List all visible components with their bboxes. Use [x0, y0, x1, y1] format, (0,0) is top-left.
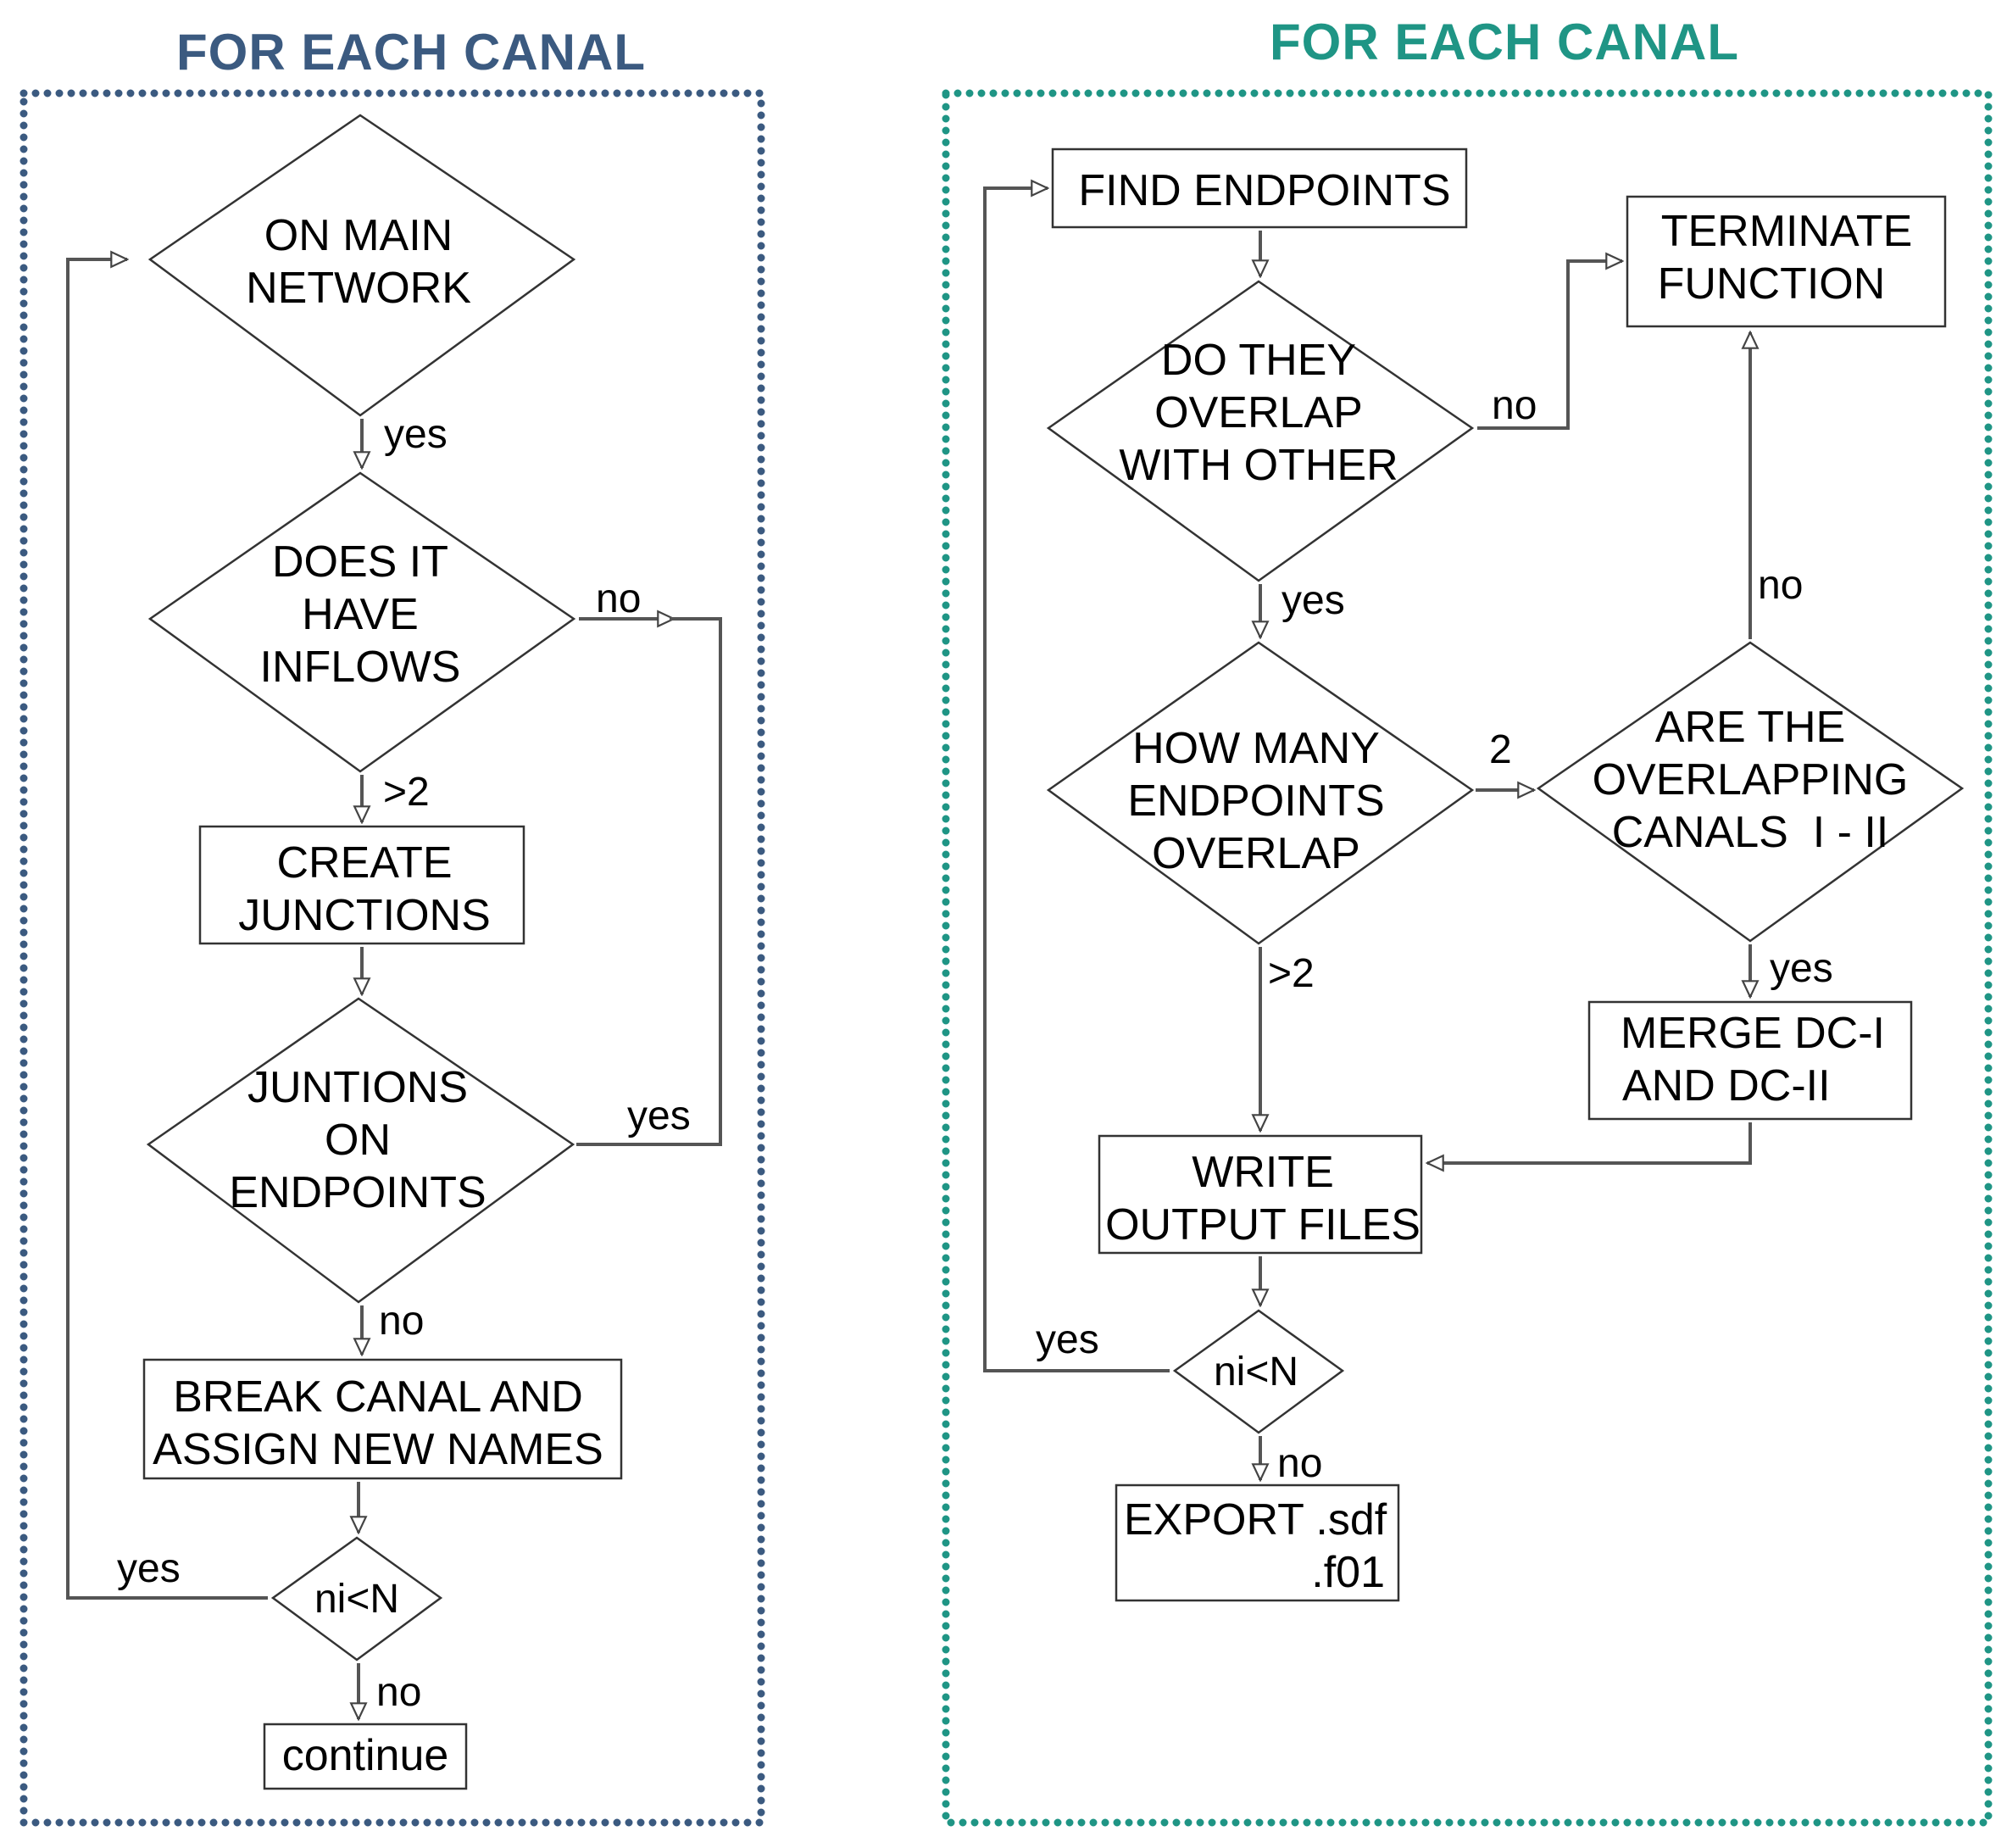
decision-left-loop-label: ni<N [314, 1577, 399, 1622]
left-panel: FOR EACH CANAL ON MAIN NETWORK DOES IT H… [19, 24, 765, 1827]
process-export-line-2: .f01 [1311, 1548, 1385, 1597]
process-terminate-line-1: TERMINATE [1661, 207, 1913, 256]
left-label-yes-main: yes [384, 412, 448, 457]
right-label-gt2: >2 [1268, 951, 1315, 996]
right-label-yes-loop: yes [1036, 1317, 1099, 1362]
process-terminate-line-2: FUNCTION [1658, 259, 1886, 309]
right-connectors [983, 188, 1750, 1480]
decision-how-many-line-1: HOW MANY [1132, 724, 1380, 773]
right-label-no-overlap: no [1492, 383, 1537, 428]
right-label-no-loop: no [1277, 1441, 1322, 1486]
process-terminate-function: TERMINATE FUNCTION [1626, 195, 1947, 328]
decision-has-inflows: DOES IT HAVE INFLOWS [147, 471, 576, 773]
process-create-junctions-line-1: CREATE [276, 838, 452, 888]
left-label-no-inflows: no [596, 576, 641, 621]
process-export: EXPORT .sdf .f01 [1115, 1483, 1400, 1602]
decision-how-many-line-3: OVERLAP [1152, 829, 1360, 878]
left-label-yes-loop: yes [117, 1546, 181, 1591]
process-break-canal-line-1: BREAK CANAL AND [173, 1372, 583, 1422]
process-merge-line-2: AND DC-II [1622, 1061, 1831, 1110]
left-panel-title: FOR EACH CANAL [176, 24, 646, 81]
right-label-no-canals: no [1758, 563, 1803, 608]
decision-has-inflows-line-1: DOES IT [272, 537, 448, 587]
decision-has-inflows-line-3: INFLOWS [260, 643, 461, 692]
left-connectors [66, 259, 722, 1719]
decision-has-inflows-line-2: HAVE [302, 590, 419, 639]
decision-overlap-other-line-1: DO THEY [1161, 336, 1356, 385]
process-find-endpoints: FIND ENDPOINTS [1051, 148, 1468, 229]
decision-overlap-other: DO THEY OVERLAP WITH OTHER [1046, 280, 1475, 582]
decision-on-main-network: ON MAIN NETWORK [147, 114, 576, 417]
decision-on-main-network-line-1: ON MAIN [264, 211, 453, 260]
left-panel-border [19, 89, 765, 1827]
process-continue: continue [263, 1723, 468, 1790]
right-panel: FOR EACH CANAL FIND ENDPOINTS DO THEY OV… [942, 14, 1993, 1827]
decision-right-loop: ni<N [1172, 1309, 1345, 1434]
process-find-endpoints-label: FIND ENDPOINTS [1078, 166, 1450, 215]
decision-how-many-line-2: ENDPOINTS [1127, 776, 1384, 826]
right-label-2: 2 [1489, 727, 1512, 772]
decision-overlap-other-line-3: WITH OTHER [1119, 441, 1398, 490]
process-merge: MERGE DC-I AND DC-II [1587, 1000, 1913, 1121]
decision-overlap-other-line-2: OVERLAP [1154, 388, 1363, 437]
process-break-canal: BREAK CANAL AND ASSIGN NEW NAMES [142, 1358, 623, 1480]
decision-junctions-line-2: ON [325, 1116, 391, 1165]
right-label-yes-overlap: yes [1281, 578, 1345, 623]
process-break-canal-line-2: ASSIGN NEW NAMES [153, 1425, 603, 1474]
decision-overlapping-canals: ARE THE OVERLAPPING CANALS I - II [1536, 641, 1965, 943]
left-label-yes-junctions: yes [627, 1094, 691, 1138]
left-label-no-junctions: no [379, 1299, 424, 1344]
right-panel-border [942, 89, 1993, 1827]
process-create-junctions: CREATE JUNCTIONS [198, 825, 525, 945]
decision-left-loop: ni<N [270, 1536, 443, 1662]
decision-canals-line-2: OVERLAPPING [1593, 755, 1909, 804]
process-merge-line-1: MERGE DC-I [1621, 1009, 1885, 1058]
decision-canals-line-3: CANALS I - II [1612, 808, 1889, 857]
process-continue-label: continue [282, 1731, 449, 1780]
right-label-yes-canals: yes [1770, 946, 1833, 991]
decision-canals-line-1: ARE THE [1655, 703, 1845, 752]
decision-how-many-overlap: HOW MANY ENDPOINTS OVERLAP [1046, 641, 1475, 945]
decision-on-main-network-line-2: NETWORK [246, 264, 471, 313]
process-write-output: WRITE OUTPUT FILES [1098, 1134, 1423, 1255]
left-label-no-loop: no [376, 1670, 421, 1715]
decision-junctions-line-1: JUNTIONS [247, 1063, 468, 1112]
decision-right-loop-label: ni<N [1214, 1350, 1298, 1394]
decision-junctions-line-3: ENDPOINTS [229, 1168, 486, 1217]
right-panel-title: FOR EACH CANAL [1270, 14, 1739, 70]
process-write-output-line-2: OUTPUT FILES [1105, 1200, 1420, 1250]
decision-junctions-on-endpoints: JUNTIONS ON ENDPOINTS [146, 997, 575, 1304]
process-create-junctions-line-2: JUNCTIONS [238, 891, 491, 940]
process-write-output-line-1: WRITE [1192, 1148, 1334, 1197]
left-label-gt2-inflows: >2 [383, 770, 430, 815]
process-export-line-1: EXPORT .sdf [1124, 1495, 1387, 1545]
